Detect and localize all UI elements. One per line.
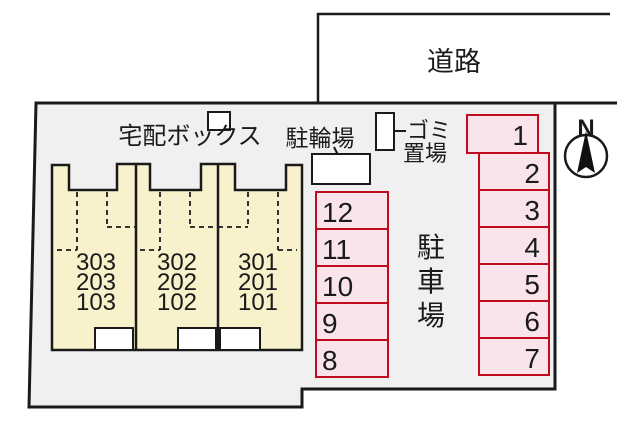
- parking-space-number: 2: [524, 158, 540, 189]
- parking-space-number: 7: [524, 343, 540, 374]
- parking-space-number: 12: [322, 197, 353, 228]
- parking-space-number: 8: [322, 345, 338, 376]
- entrance-unit-2: [177, 327, 217, 351]
- parking-space: [315, 228, 389, 267]
- parking-space: [315, 191, 389, 230]
- room-label: 301: [238, 249, 278, 276]
- parking-space-number: 11: [322, 234, 351, 265]
- parking-space: [315, 339, 389, 378]
- parking-lot-char: 駐: [417, 232, 445, 263]
- bicycle-parking-area: [311, 153, 371, 185]
- entrance-unit-3: [219, 327, 261, 351]
- parking-space-number: 9: [322, 308, 338, 339]
- compass-needle-icon: [577, 131, 595, 173]
- garbage-area-box: [375, 112, 395, 151]
- parking-space-number: 3: [524, 195, 540, 226]
- room-stack-unit-1: 303 203 103: [76, 249, 116, 316]
- road-label: 道路: [427, 47, 481, 77]
- room-label: 303: [76, 249, 116, 276]
- parking-space-number: 6: [524, 306, 540, 337]
- building-dashed-lines: [57, 192, 297, 251]
- room-label: 302: [157, 249, 197, 276]
- parking-space: [466, 114, 539, 154]
- parking-space: [478, 337, 550, 376]
- room-label: 101: [238, 289, 278, 316]
- parking-space-number: 1: [512, 120, 528, 151]
- parking-space-number: 5: [524, 269, 540, 300]
- delivery-box-label: 宅配ボックス: [118, 123, 261, 150]
- parking-space-number: 10: [322, 271, 353, 302]
- compass: N: [563, 115, 609, 179]
- parking-lot-char: 場: [417, 300, 445, 331]
- delivery-box-icon: [207, 111, 231, 131]
- room-label: 103: [76, 289, 116, 316]
- garbage-area-label-line1: ゴミ: [407, 118, 451, 143]
- room-label: 102: [157, 289, 197, 316]
- room-label: 201: [238, 269, 278, 296]
- road-boundary-line: [316, 12, 610, 103]
- garbage-area-label-line2: 置場: [403, 141, 447, 166]
- parking-space: [478, 152, 550, 191]
- room-label: 202: [157, 269, 197, 296]
- building-outline: [50, 162, 304, 352]
- entrance-unit-1: [94, 327, 134, 351]
- parking-space: [315, 302, 389, 341]
- parking-left-column: 12 11 10 9 8: [315, 191, 389, 378]
- room-stack-unit-2: 302 202 102: [157, 249, 197, 316]
- room-stack-unit-3: 301 201 101: [238, 249, 278, 316]
- bicycle-parking-label: 駐輪場: [286, 125, 355, 151]
- parking-space: [478, 226, 550, 265]
- parking-lot-label: 駐 車 場: [417, 232, 445, 331]
- room-label: 203: [76, 269, 116, 296]
- parking-space-number: 4: [524, 232, 540, 263]
- parking-right-column: 1 2 3 4 5 6 7: [466, 114, 550, 376]
- parking-lot-char: 車: [417, 266, 445, 297]
